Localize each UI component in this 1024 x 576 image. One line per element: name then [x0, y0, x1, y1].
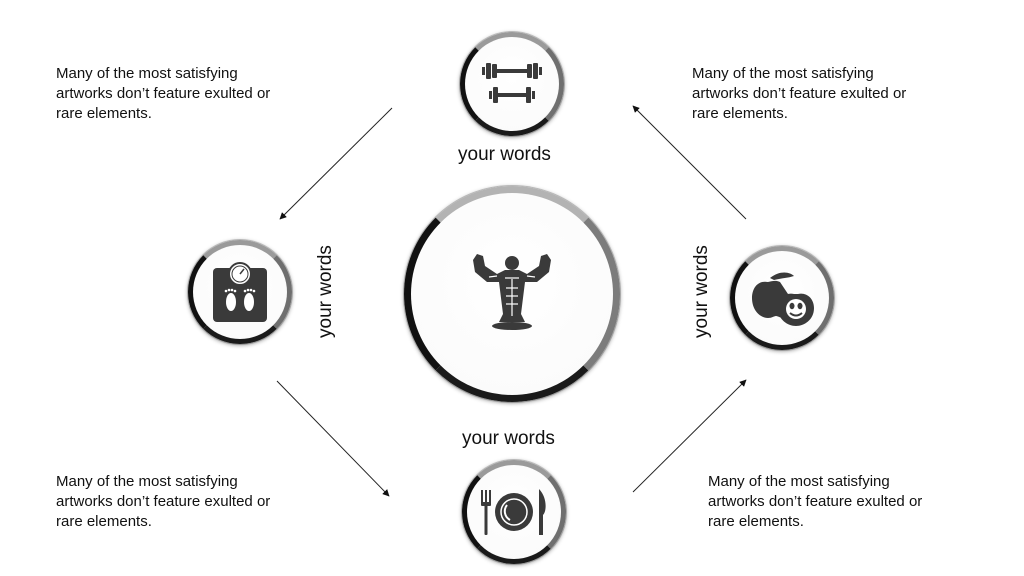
- center-circle: [404, 186, 620, 402]
- text-line: rare elements.: [56, 513, 152, 530]
- arrow-bottom-to-right: [632, 379, 747, 493]
- label-top: your words: [458, 144, 551, 165]
- label-bottom: your words: [462, 428, 555, 449]
- text-line: rare elements.: [708, 513, 804, 530]
- text-line: Many of the most satisfying: [708, 473, 890, 490]
- text-top-left: Many of the most satisfying artworks don…: [56, 64, 316, 124]
- arrow-right-to-top: [632, 105, 747, 220]
- right-circle: [730, 246, 834, 350]
- dumbbell-icon: [482, 63, 542, 103]
- text-line: artworks don’t feature exulted or: [708, 493, 923, 510]
- bottom-circle: [462, 460, 566, 564]
- text-top-right: Many of the most satisfying artworks don…: [692, 64, 952, 124]
- text-line: artworks don’t feature exulted or: [692, 85, 907, 102]
- text-line: artworks don’t feature exulted or: [56, 493, 271, 510]
- arrow-top-to-left: [279, 107, 393, 220]
- arrow-left-to-bottom: [276, 380, 390, 497]
- bodybuilder-icon: [473, 254, 551, 330]
- bathroom-scale-icon: [213, 262, 267, 322]
- text-line: Many of the most satisfying: [692, 65, 874, 82]
- plate-cutlery-icon: [481, 489, 546, 535]
- text-line: rare elements.: [56, 105, 152, 122]
- left-circle: [188, 240, 292, 344]
- text-line: Many of the most satisfying: [56, 473, 238, 490]
- apple-icon: [752, 272, 814, 326]
- label-right: your words: [691, 245, 712, 338]
- text-bottom-left: Many of the most satisfying artworks don…: [56, 472, 316, 532]
- text-line: Many of the most satisfying: [56, 65, 238, 82]
- label-left: your words: [315, 245, 336, 338]
- text-line: artworks don’t feature exulted or: [56, 85, 271, 102]
- text-line: rare elements.: [692, 105, 788, 122]
- text-bottom-right: Many of the most satisfying artworks don…: [708, 472, 968, 532]
- top-circle: [460, 32, 564, 136]
